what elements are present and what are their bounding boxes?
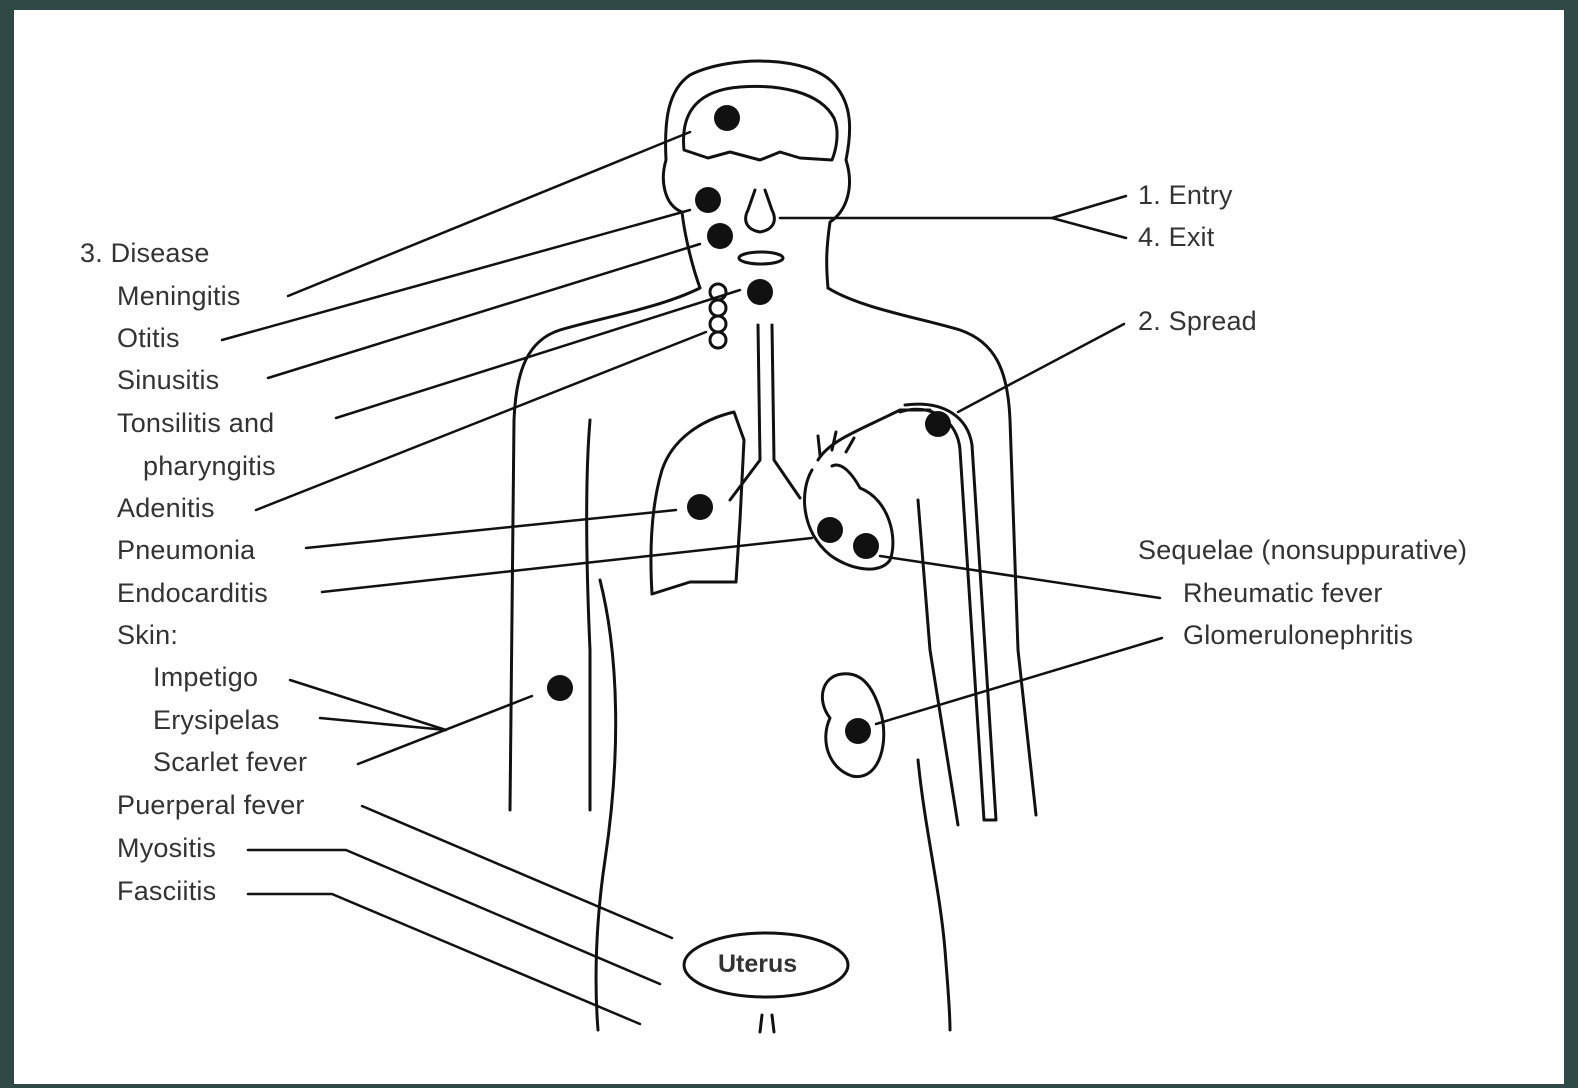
label-exit: 4. Exit [1138,222,1214,253]
lymph-node [710,316,726,332]
arm-right-inner [918,500,958,825]
head-outline [663,61,849,288]
label-endocarditis: Endocarditis [117,578,268,609]
label-meningitis: Meningitis [117,281,241,312]
label-tonsilitis: Tonsilitis and [117,408,274,439]
vagina-mark [760,1015,774,1032]
leader-puerperal [362,806,672,938]
label-puerperal-fever: Puerperal fever [117,790,305,821]
mouth-outline [739,252,783,264]
site-dot-skin [547,675,573,701]
label-adenitis: Adenitis [117,493,215,524]
label-impetigo: Impetigo [153,662,258,693]
brain-outline [683,86,837,160]
leader-rheumatic [880,556,1160,598]
label-sinusitis: Sinusitis [117,365,219,396]
leader-spread [958,324,1124,412]
site-dot-kidney [845,718,871,744]
label-erysipelas: Erysipelas [153,705,280,736]
site-dot-sinusitis [707,223,733,249]
leader-adenitis [256,332,706,510]
site-dot-meningitis [714,105,740,131]
label-myositis: Myositis [117,833,216,864]
label-rheumatic-fever: Rheumatic fever [1183,578,1383,609]
torso-left [510,288,700,810]
leader-scarlet [358,696,532,764]
site-dot-pneumonia [687,494,713,520]
nose-outline [746,190,775,232]
label-spread: 2. Spread [1138,306,1257,337]
site-dot-rheumatic [853,533,879,559]
leg-right [918,760,950,1030]
leader-fasciitis [248,894,640,1024]
label-disease-heading: 3. Disease [80,238,210,269]
leader-pneumonia [306,510,676,548]
site-dot-tonsilitis [747,279,773,305]
leader-meningitis [288,132,690,296]
lymph-node [710,300,726,316]
lymph-node [710,332,726,348]
site-dot-spread [925,411,951,437]
label-fasciitis: Fasciitis [117,876,216,907]
label-uterus: Uterus [718,950,818,979]
label-pharyngitis: pharyngitis [143,451,276,482]
label-sequelae: Sequelae (nonsuppurative) [1138,535,1467,566]
arm-left-inner [587,420,590,810]
label-otitis: Otitis [117,323,180,354]
label-entry: 1. Entry [1138,180,1233,211]
site-dot-endocarditis [817,517,843,543]
label-pneumonia: Pneumonia [117,535,255,566]
label-skin: Skin: [117,620,178,651]
label-scarlet-fever: Scarlet fever [153,747,307,778]
site-dot-otitis [695,187,721,213]
label-glomerulonephritis: Glomerulonephritis [1183,620,1413,651]
leader-entry-exit [780,196,1126,218]
trachea [730,325,800,500]
leader-exit [1052,218,1126,238]
